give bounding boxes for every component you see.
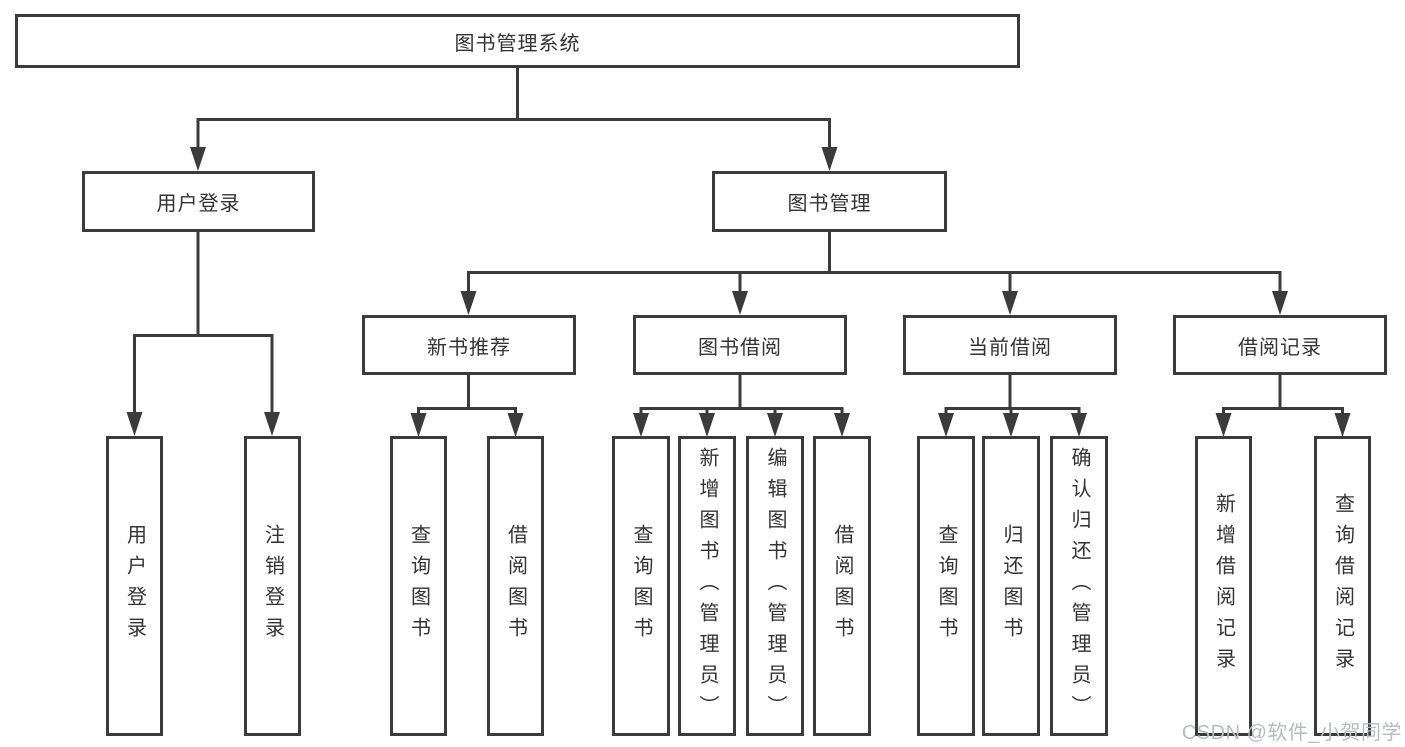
node-borrowing-records: 借阅记录	[1173, 315, 1387, 375]
leaf-confirm-return-admin: 确认归还（管理员）	[1050, 436, 1108, 736]
leaf-user-login: 用户登录	[106, 436, 163, 736]
node-book-borrowing: 图书借阅	[633, 315, 847, 375]
node-current-borrowing: 当前借阅	[903, 315, 1117, 375]
leaf-return-books: 归还图书	[982, 436, 1040, 736]
leaf-borrow-books-borrowing: 借阅图书	[813, 436, 871, 736]
watermark: CSDN @软件_小贺同学	[1181, 722, 1402, 744]
leaf-borrow-books-recommend: 借阅图书	[487, 436, 544, 736]
leaf-query-books-recommend: 查询图书	[390, 436, 447, 736]
node-new-book-recommendation: 新书推荐	[362, 315, 576, 375]
leaf-edit-book-admin: 编辑图书（管理员）	[746, 436, 804, 736]
leaf-query-borrow-record: 查询借阅记录	[1314, 436, 1371, 736]
leaf-query-books-current: 查询图书	[917, 436, 975, 736]
node-user-login: 用户登录	[82, 171, 315, 232]
leaf-query-books-borrowing: 查询图书	[612, 436, 670, 736]
leaf-add-book-admin: 新增图书（管理员）	[678, 436, 736, 736]
leaf-add-borrow-record: 新增借阅记录	[1195, 436, 1252, 736]
leaf-logout: 注销登录	[244, 436, 301, 736]
node-book-management: 图书管理	[712, 171, 947, 232]
node-root: 图书管理系统	[15, 14, 1020, 68]
